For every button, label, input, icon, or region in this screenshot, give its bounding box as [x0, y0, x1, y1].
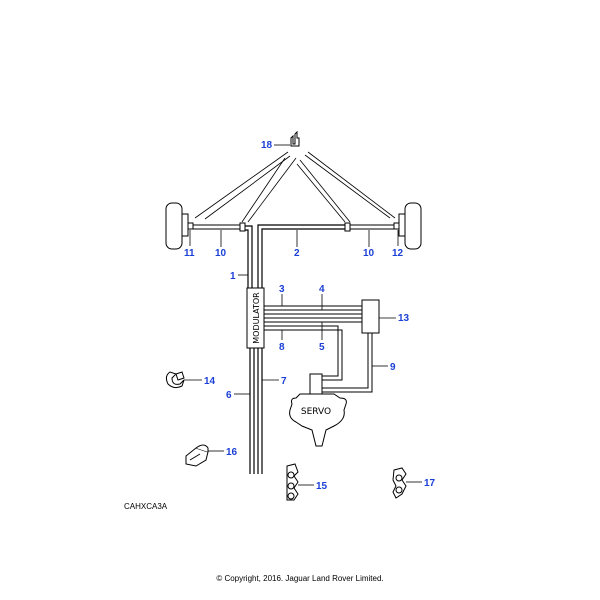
callout-6[interactable]: 6 — [226, 390, 232, 401]
callout-11[interactable]: 11 — [184, 248, 195, 259]
callout-15[interactable]: 15 — [316, 481, 328, 492]
reference-lines — [194, 151, 396, 223]
callout-4[interactable]: 4 — [319, 284, 325, 295]
brake-pipe-1[interactable] — [245, 225, 253, 290]
callout-2[interactable]: 2 — [294, 248, 300, 259]
servo[interactable]: SERVO — [289, 373, 347, 447]
callout-12[interactable]: 12 — [392, 248, 404, 259]
callout-3[interactable]: 3 — [279, 284, 285, 295]
right-wheel — [393, 202, 422, 250]
copyright-notice: © Copyright, 2016. Jaguar Land Rover Lim… — [216, 574, 384, 583]
brake-pipes-3-4-5-8[interactable] — [264, 305, 362, 323]
brake-pipe-2[interactable] — [257, 224, 345, 290]
callout-18[interactable]: 18 — [261, 140, 273, 151]
modulator[interactable]: MODULATOR — [246, 287, 265, 349]
callout-leaders — [184, 144, 422, 486]
brake-pipes-6-7[interactable] — [249, 348, 263, 474]
callout-13[interactable]: 13 — [398, 313, 410, 324]
clip-part-16[interactable] — [185, 444, 209, 467]
callout-1[interactable]: 1 — [230, 271, 236, 282]
clip-part-14[interactable] — [165, 371, 185, 389]
junction-block-13[interactable] — [361, 299, 380, 334]
modulator-label: MODULATOR — [252, 292, 261, 344]
callouts: 18 11 10 2 10 12 1 3 4 8 5 13 9 7 6 14 1… — [184, 140, 436, 492]
callout-14[interactable]: 14 — [204, 376, 216, 387]
clip-part-17[interactable] — [392, 467, 407, 499]
clip-part-18[interactable] — [290, 130, 300, 147]
callout-8[interactable]: 8 — [279, 342, 285, 353]
servo-feed-pipes[interactable] — [264, 325, 373, 393]
callout-7[interactable]: 7 — [281, 376, 287, 387]
callout-5[interactable]: 5 — [319, 342, 325, 353]
servo-label: SERVO — [301, 407, 331, 417]
callout-10-left[interactable]: 10 — [215, 248, 227, 259]
callout-9[interactable]: 9 — [390, 362, 396, 373]
callout-17[interactable]: 17 — [424, 478, 436, 489]
brake-hoses[interactable] — [193, 222, 394, 232]
clip-part-15[interactable] — [286, 463, 299, 501]
reference-code: CAHXCA3A — [124, 502, 168, 511]
callout-10-right[interactable]: 10 — [363, 248, 375, 259]
left-wheel — [165, 202, 194, 250]
callout-16[interactable]: 16 — [226, 447, 238, 458]
